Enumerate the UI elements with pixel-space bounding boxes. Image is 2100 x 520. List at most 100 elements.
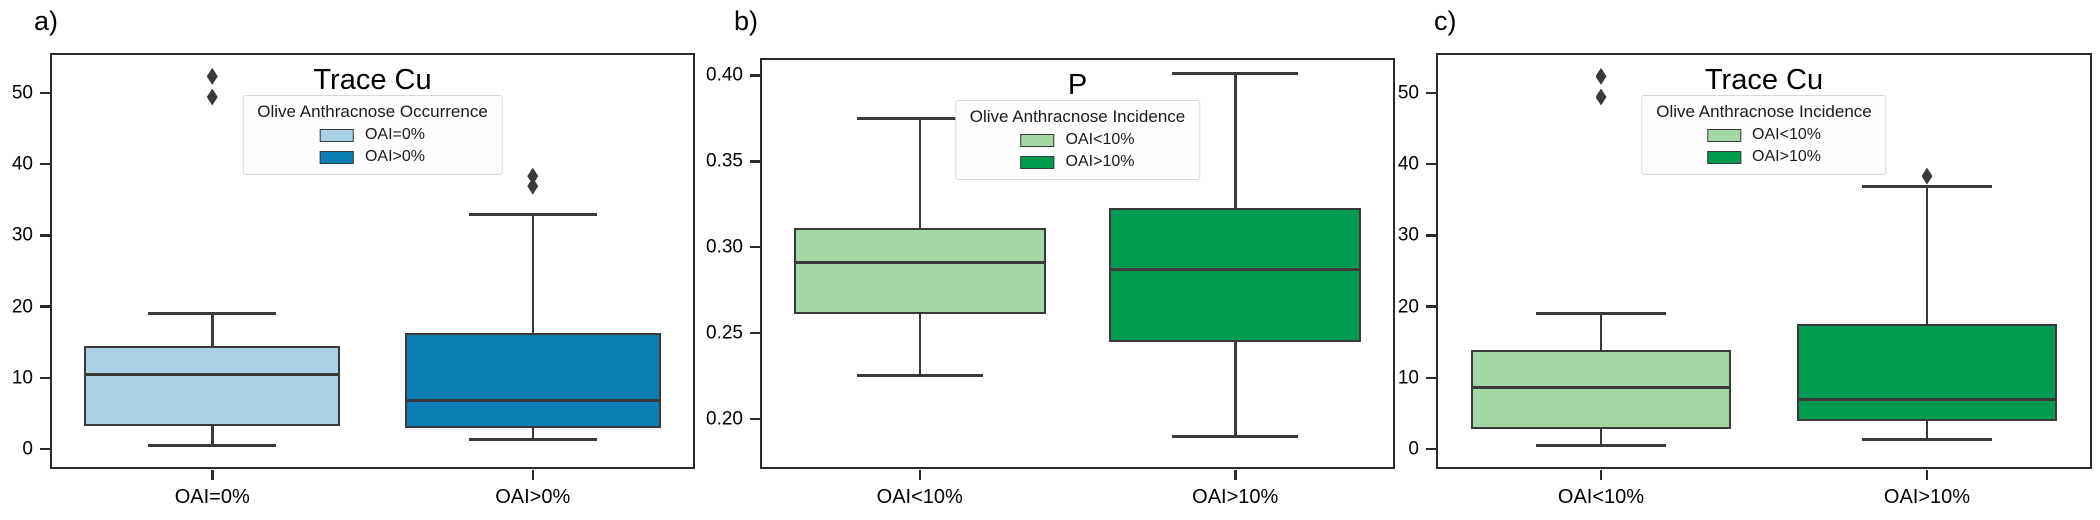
y-tick-label: 0.25 bbox=[706, 322, 743, 344]
legend-label: OAI<10% bbox=[1752, 126, 1821, 143]
y-axis-tick bbox=[1425, 447, 1436, 451]
whisker-line bbox=[531, 214, 534, 440]
median-line bbox=[1796, 398, 2058, 402]
plot-area-c: Trace Cu Olive Anthracnose Incidence OAI… bbox=[1398, 53, 2092, 507]
legend-swatch bbox=[1020, 155, 1055, 169]
y-tick-label: 30 bbox=[11, 224, 33, 246]
y-tick-label: 0 bbox=[22, 438, 33, 460]
legend-swatch bbox=[319, 150, 354, 164]
y-axis-tick bbox=[39, 162, 50, 166]
x-tick-label: OAI<10% bbox=[876, 486, 963, 508]
legend-swatch bbox=[1020, 133, 1055, 147]
legend-label: OAI>10% bbox=[1065, 153, 1135, 170]
y-axis-tick bbox=[39, 447, 50, 451]
legend: Olive Anthracnose Occurrence OAI=0% OAI>… bbox=[242, 95, 503, 175]
x-tick-label: OAI>10% bbox=[1883, 486, 1971, 508]
whisker-cap-upper bbox=[468, 213, 597, 217]
whisker-cap-lower bbox=[1535, 444, 1667, 448]
y-tick-label: 0.40 bbox=[706, 64, 743, 86]
legend-title: Olive Anthracnose Occurrence bbox=[257, 102, 488, 121]
x-axis-tick bbox=[531, 469, 534, 480]
y-tick-label: 50 bbox=[1397, 82, 1419, 104]
median-line bbox=[1470, 385, 1732, 389]
whisker-cap-upper bbox=[856, 116, 983, 120]
y-tick-label: 0.35 bbox=[706, 150, 743, 172]
x-axis-tick bbox=[211, 469, 214, 480]
whisker-cap-lower bbox=[1861, 437, 1993, 441]
outlier-diamond-icon bbox=[1595, 67, 1607, 85]
y-axis-tick bbox=[749, 417, 760, 421]
whisker-cap-upper bbox=[1172, 72, 1299, 76]
y-tick-label: 20 bbox=[11, 296, 33, 318]
median-line bbox=[1109, 268, 1362, 271]
whisker-cap-upper bbox=[1861, 185, 1993, 189]
legend: Olive Anthracnose Incidence OAI<10% OAI>… bbox=[1641, 95, 1887, 175]
outlier-diamond-icon bbox=[1921, 167, 1933, 185]
y-tick-label: 0 bbox=[1408, 438, 1419, 460]
legend-entry: OAI<10% bbox=[970, 131, 1185, 149]
legend-entry: OAI<10% bbox=[1656, 126, 1871, 144]
y-tick-label: 0.20 bbox=[706, 408, 743, 430]
legend-label: OAI<10% bbox=[1065, 131, 1135, 148]
y-axis-tick bbox=[749, 331, 760, 335]
x-axis-tick bbox=[1234, 469, 1237, 480]
panel-b: b) P Olive Anthracnose Incidence OAI<10%… bbox=[700, 0, 1400, 520]
x-tick-label: OAI<10% bbox=[1557, 486, 1645, 508]
x-axis-tick bbox=[1599, 469, 1603, 480]
y-axis-tick bbox=[39, 376, 50, 380]
panel-title: P bbox=[1067, 69, 1088, 101]
y-tick-label: 40 bbox=[1397, 153, 1419, 175]
whisker-cap-lower bbox=[148, 444, 277, 448]
x-axis-tick bbox=[1925, 469, 1929, 480]
x-axis-tick bbox=[918, 469, 921, 480]
y-tick-label: 50 bbox=[11, 82, 33, 104]
box-1 bbox=[793, 228, 1046, 315]
y-axis-tick bbox=[749, 160, 760, 163]
y-axis-tick bbox=[1425, 91, 1436, 95]
box-2 bbox=[404, 332, 661, 428]
box-1 bbox=[1470, 350, 1732, 430]
y-axis-tick bbox=[39, 234, 50, 237]
legend-label: OAI=0% bbox=[364, 126, 426, 143]
legend-label: OAI>0% bbox=[364, 148, 426, 165]
y-axis-tick bbox=[1425, 234, 1436, 237]
outlier-diamond-icon bbox=[527, 167, 539, 185]
whisker-cap-lower bbox=[468, 437, 597, 441]
median-line bbox=[404, 399, 661, 403]
panel-c: c) Trace Cu Olive Anthracnose Incidence … bbox=[1398, 0, 2100, 520]
whisker-cap-upper bbox=[148, 312, 277, 316]
y-tick-label: 10 bbox=[1397, 367, 1419, 389]
y-tick-label: 40 bbox=[11, 153, 33, 175]
outlier-diamond-icon bbox=[527, 177, 539, 195]
legend-title: Olive Anthracnose Incidence bbox=[969, 107, 1186, 126]
y-axis-tick bbox=[749, 245, 760, 249]
panel-title: Trace Cu bbox=[1704, 64, 1824, 96]
legend-swatch bbox=[1707, 128, 1742, 142]
y-axis-tick bbox=[39, 305, 50, 308]
outlier-diamond-icon bbox=[206, 88, 218, 106]
legend-entry: OAI=0% bbox=[257, 126, 488, 144]
y-tick-label: 0.30 bbox=[706, 236, 743, 258]
y-tick-label: 10 bbox=[11, 367, 33, 389]
legend-entry: OAI>10% bbox=[970, 153, 1185, 171]
legend-swatch bbox=[319, 128, 354, 142]
panel-a: a) Trace Cu Olive Anthracnose Occurrence… bbox=[0, 0, 700, 520]
y-axis-tick bbox=[749, 74, 760, 77]
legend: Olive Anthracnose Incidence OAI<10% OAI>… bbox=[954, 100, 1201, 180]
outlier-diamond-icon bbox=[1595, 88, 1607, 106]
y-axis-tick bbox=[1425, 305, 1436, 308]
x-tick-label: OAI>10% bbox=[1192, 486, 1279, 508]
x-tick-label: OAI=0% bbox=[174, 486, 250, 508]
y-axis-tick bbox=[39, 91, 50, 95]
legend-label: OAI>10% bbox=[1752, 148, 1821, 165]
median-line bbox=[84, 372, 341, 376]
legend-entry: OAI>0% bbox=[257, 148, 488, 166]
legend-title: Olive Anthracnose Incidence bbox=[1656, 102, 1872, 121]
plot-area-b: P Olive Anthracnose Incidence OAI<10% OA… bbox=[706, 58, 1395, 507]
plot-area-a: Trace Cu Olive Anthracnose Occurrence OA… bbox=[12, 53, 695, 507]
box-1 bbox=[84, 345, 341, 426]
whisker-line bbox=[1925, 186, 1929, 440]
panel-letter: b) bbox=[734, 6, 759, 36]
outlier-diamond-icon bbox=[206, 67, 218, 85]
